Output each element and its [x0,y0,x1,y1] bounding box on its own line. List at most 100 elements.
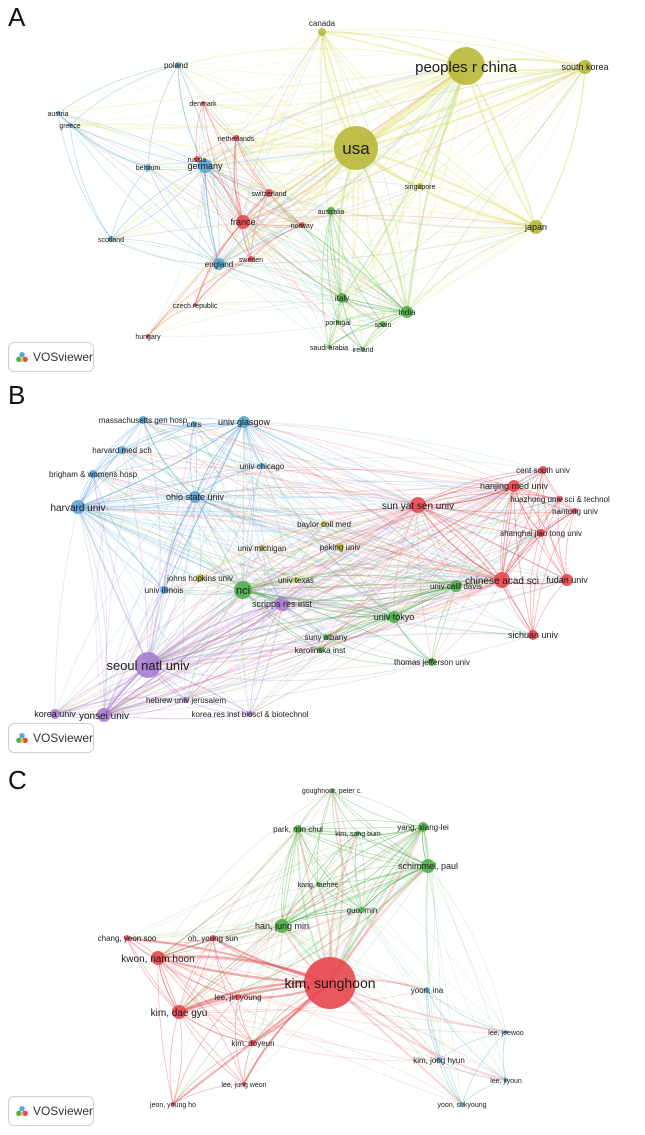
institution-node-univ-calif-davis[interactable] [450,580,462,592]
institution-node-sichuan-univ[interactable] [528,630,538,640]
country-node-switzerland[interactable] [265,189,273,197]
author-node-kim-sang-bum[interactable] [356,831,360,835]
institution-node-sun-yat-sen-univ[interactable] [410,497,426,513]
author-node-lee-jung-weon[interactable] [242,1082,246,1086]
author-node-chang-yeon-soo[interactable] [124,935,130,941]
country-node-india[interactable] [401,306,413,318]
institution-node-cent-south-univ[interactable] [539,466,547,474]
author-node-yang-xiang-lei[interactable] [418,822,428,832]
country-node-hungary[interactable] [146,334,150,338]
country-node-japan[interactable] [529,220,543,234]
author-node-kim-doyeun[interactable] [250,1040,256,1046]
country-node-ireland[interactable] [361,347,365,351]
country-node-austria[interactable] [56,111,60,115]
institution-edge [261,523,325,549]
country-node-germany[interactable] [198,159,212,173]
author-node-yoon-ina[interactable] [424,987,430,993]
author-node-lee-jeewoo[interactable] [504,1030,508,1034]
author-node-kim-dae-gyu[interactable] [172,1005,186,1019]
institution-node-nci[interactable] [234,581,252,599]
country-node-usa[interactable] [334,126,378,170]
institution-node-ohio-state-univ[interactable] [189,491,201,503]
author-node-kim-sunghoon[interactable] [304,957,356,1009]
author-node-han-jung-min[interactable] [275,919,289,933]
author-node-jeon-young-ho[interactable] [171,1102,175,1106]
country-node-scotland[interactable] [108,236,114,242]
country-node-poland[interactable] [175,62,181,68]
institution-node-korea-res-inst-bioscl-biotechnol[interactable] [247,711,253,717]
country-node-south-korea[interactable] [578,60,592,74]
country-node-peoples-r-china[interactable] [447,47,485,85]
author-node-yoon-sukyoung[interactable] [460,1102,464,1106]
institution-edge [243,421,515,487]
institution-edge [103,589,244,716]
institution-edge [77,506,457,587]
institution-node-yonsei-univ[interactable] [97,708,111,722]
author-node-schimmel-paul[interactable] [421,859,435,873]
institution-node-korea-univ[interactable] [50,709,60,719]
institution-node-univ-glasgow[interactable] [238,416,250,428]
institution-node-univ-michigan[interactable] [259,545,265,551]
author-node-lee-jiyoun[interactable] [504,1078,508,1082]
institution-node-peking-univ[interactable] [336,543,344,551]
institution-node-suny-albany[interactable] [323,634,329,640]
institution-node-nanjing-med-univ[interactable] [508,480,520,492]
country-node-france[interactable] [236,215,250,229]
institution-node-hebrew-univ-jerusalem[interactable] [183,697,189,703]
institution-node-harvard-univ[interactable] [71,500,85,514]
country-node-saudi-arabia[interactable] [327,345,331,349]
institution-node-shanghai-jiao-tong-univ[interactable] [537,529,545,537]
institution-node-huazhong-univ-sci-technol[interactable] [557,496,563,502]
institution-node-seoul-natl-univ[interactable] [135,652,161,678]
country-node-greece[interactable] [68,123,72,127]
institution-node-johns-hopkins-univ[interactable] [196,574,204,582]
author-node-oh-young-sun[interactable] [210,935,216,941]
institution-node-nantong-univ[interactable] [572,508,578,514]
country-node-netherlands[interactable] [233,135,239,141]
author-node-lee-jin-young[interactable] [235,994,241,1000]
country-node-norway[interactable] [299,222,305,228]
institution-node-univ-illinois[interactable] [160,586,168,594]
country-node-russia[interactable] [194,156,200,162]
country-node-canada[interactable] [318,28,326,36]
author-node-guo-min[interactable] [359,907,365,913]
country-edge [218,31,323,265]
institution-node-harvard-med-sch[interactable] [118,446,126,454]
institution-node-baylor-coll-med[interactable] [321,521,327,527]
country-node-czech-republic[interactable] [193,303,197,307]
country-node-portugal[interactable] [336,320,340,324]
author-node-kwon-nam-hoon[interactable] [151,951,165,965]
institution-node-karolinska-inst[interactable] [317,647,323,653]
author-node-goughnour-peter-c[interactable] [330,788,334,792]
institution-edge [92,473,196,498]
institution-node-cnrs[interactable] [191,421,197,427]
author-node-park-min-chul[interactable] [294,825,302,833]
author-node-kang-taehee[interactable] [316,882,320,886]
country-node-belgium[interactable] [145,164,151,170]
institution-edge [242,498,561,591]
institution-edge [77,506,108,716]
author-node-kim-jong-hyun[interactable] [436,1057,442,1063]
institution-node-brigham-womens-hosp[interactable] [89,470,97,478]
institution-node-fudan-univ[interactable] [561,574,573,586]
institution-node-univ-texas[interactable] [293,577,299,583]
country-edge [204,165,408,313]
country-node-denmark[interactable] [201,101,205,105]
country-edge [218,66,586,265]
institution-node-univ-chicago[interactable] [259,463,265,469]
country-edge [328,346,364,351]
institution-node-chinese-acad-sci[interactable] [494,572,510,588]
country-edge [330,210,408,313]
country-node-singapore[interactable] [417,183,423,189]
institution-edge [77,506,165,591]
institution-node-scripps-res-inst[interactable] [275,597,289,611]
country-node-sweden[interactable] [248,256,254,262]
country-node-england[interactable] [213,258,225,270]
institution-node-massachusetts-gen-hosp[interactable] [139,416,147,424]
country-node-spain[interactable] [380,321,386,327]
author-edge [297,828,440,1061]
country-node-australia[interactable] [327,207,335,215]
institution-node-thomas-jefferson-univ[interactable] [428,658,436,666]
country-node-italy[interactable] [337,293,347,303]
institution-node-univ-tokyo[interactable] [388,611,400,623]
